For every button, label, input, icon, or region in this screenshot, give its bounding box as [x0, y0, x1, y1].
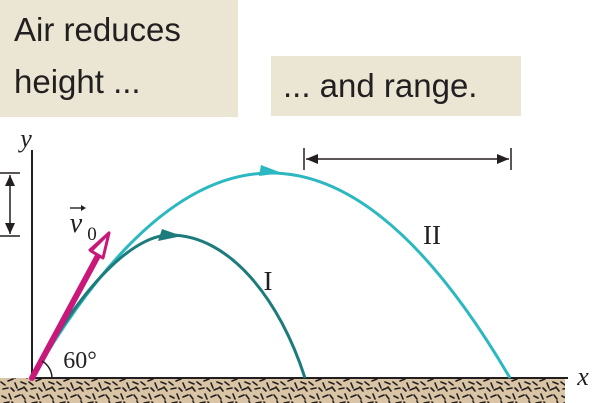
y-axis-label: y: [17, 124, 32, 153]
angle-label: 60°: [63, 348, 97, 374]
velocity-symbol: v: [70, 208, 83, 239]
range-caption: ... and range.: [283, 67, 478, 104]
velocity-subscript: 0: [87, 224, 97, 245]
range-difference-indicator: [303, 148, 512, 170]
velocity-label: v 0: [70, 205, 97, 245]
ground: [0, 378, 565, 403]
trajectory-ii-label: II: [423, 220, 441, 250]
trajectory-i-label: I: [264, 266, 273, 296]
height-caption-line1: Air reduces: [14, 11, 181, 48]
trajectory-i-arrowhead: [158, 229, 182, 241]
initial-velocity-vector: [29, 231, 111, 381]
angle-arc: [41, 360, 53, 379]
x-axis-label: x: [576, 362, 589, 391]
height-difference-indicator: [0, 172, 20, 237]
range-caption-box: ... and range.: [271, 56, 521, 116]
height-caption-line2: height ...: [14, 63, 141, 100]
trajectory-ii-arrowhead: [259, 165, 282, 176]
height-caption-box: Air reduces height ...: [0, 0, 238, 117]
